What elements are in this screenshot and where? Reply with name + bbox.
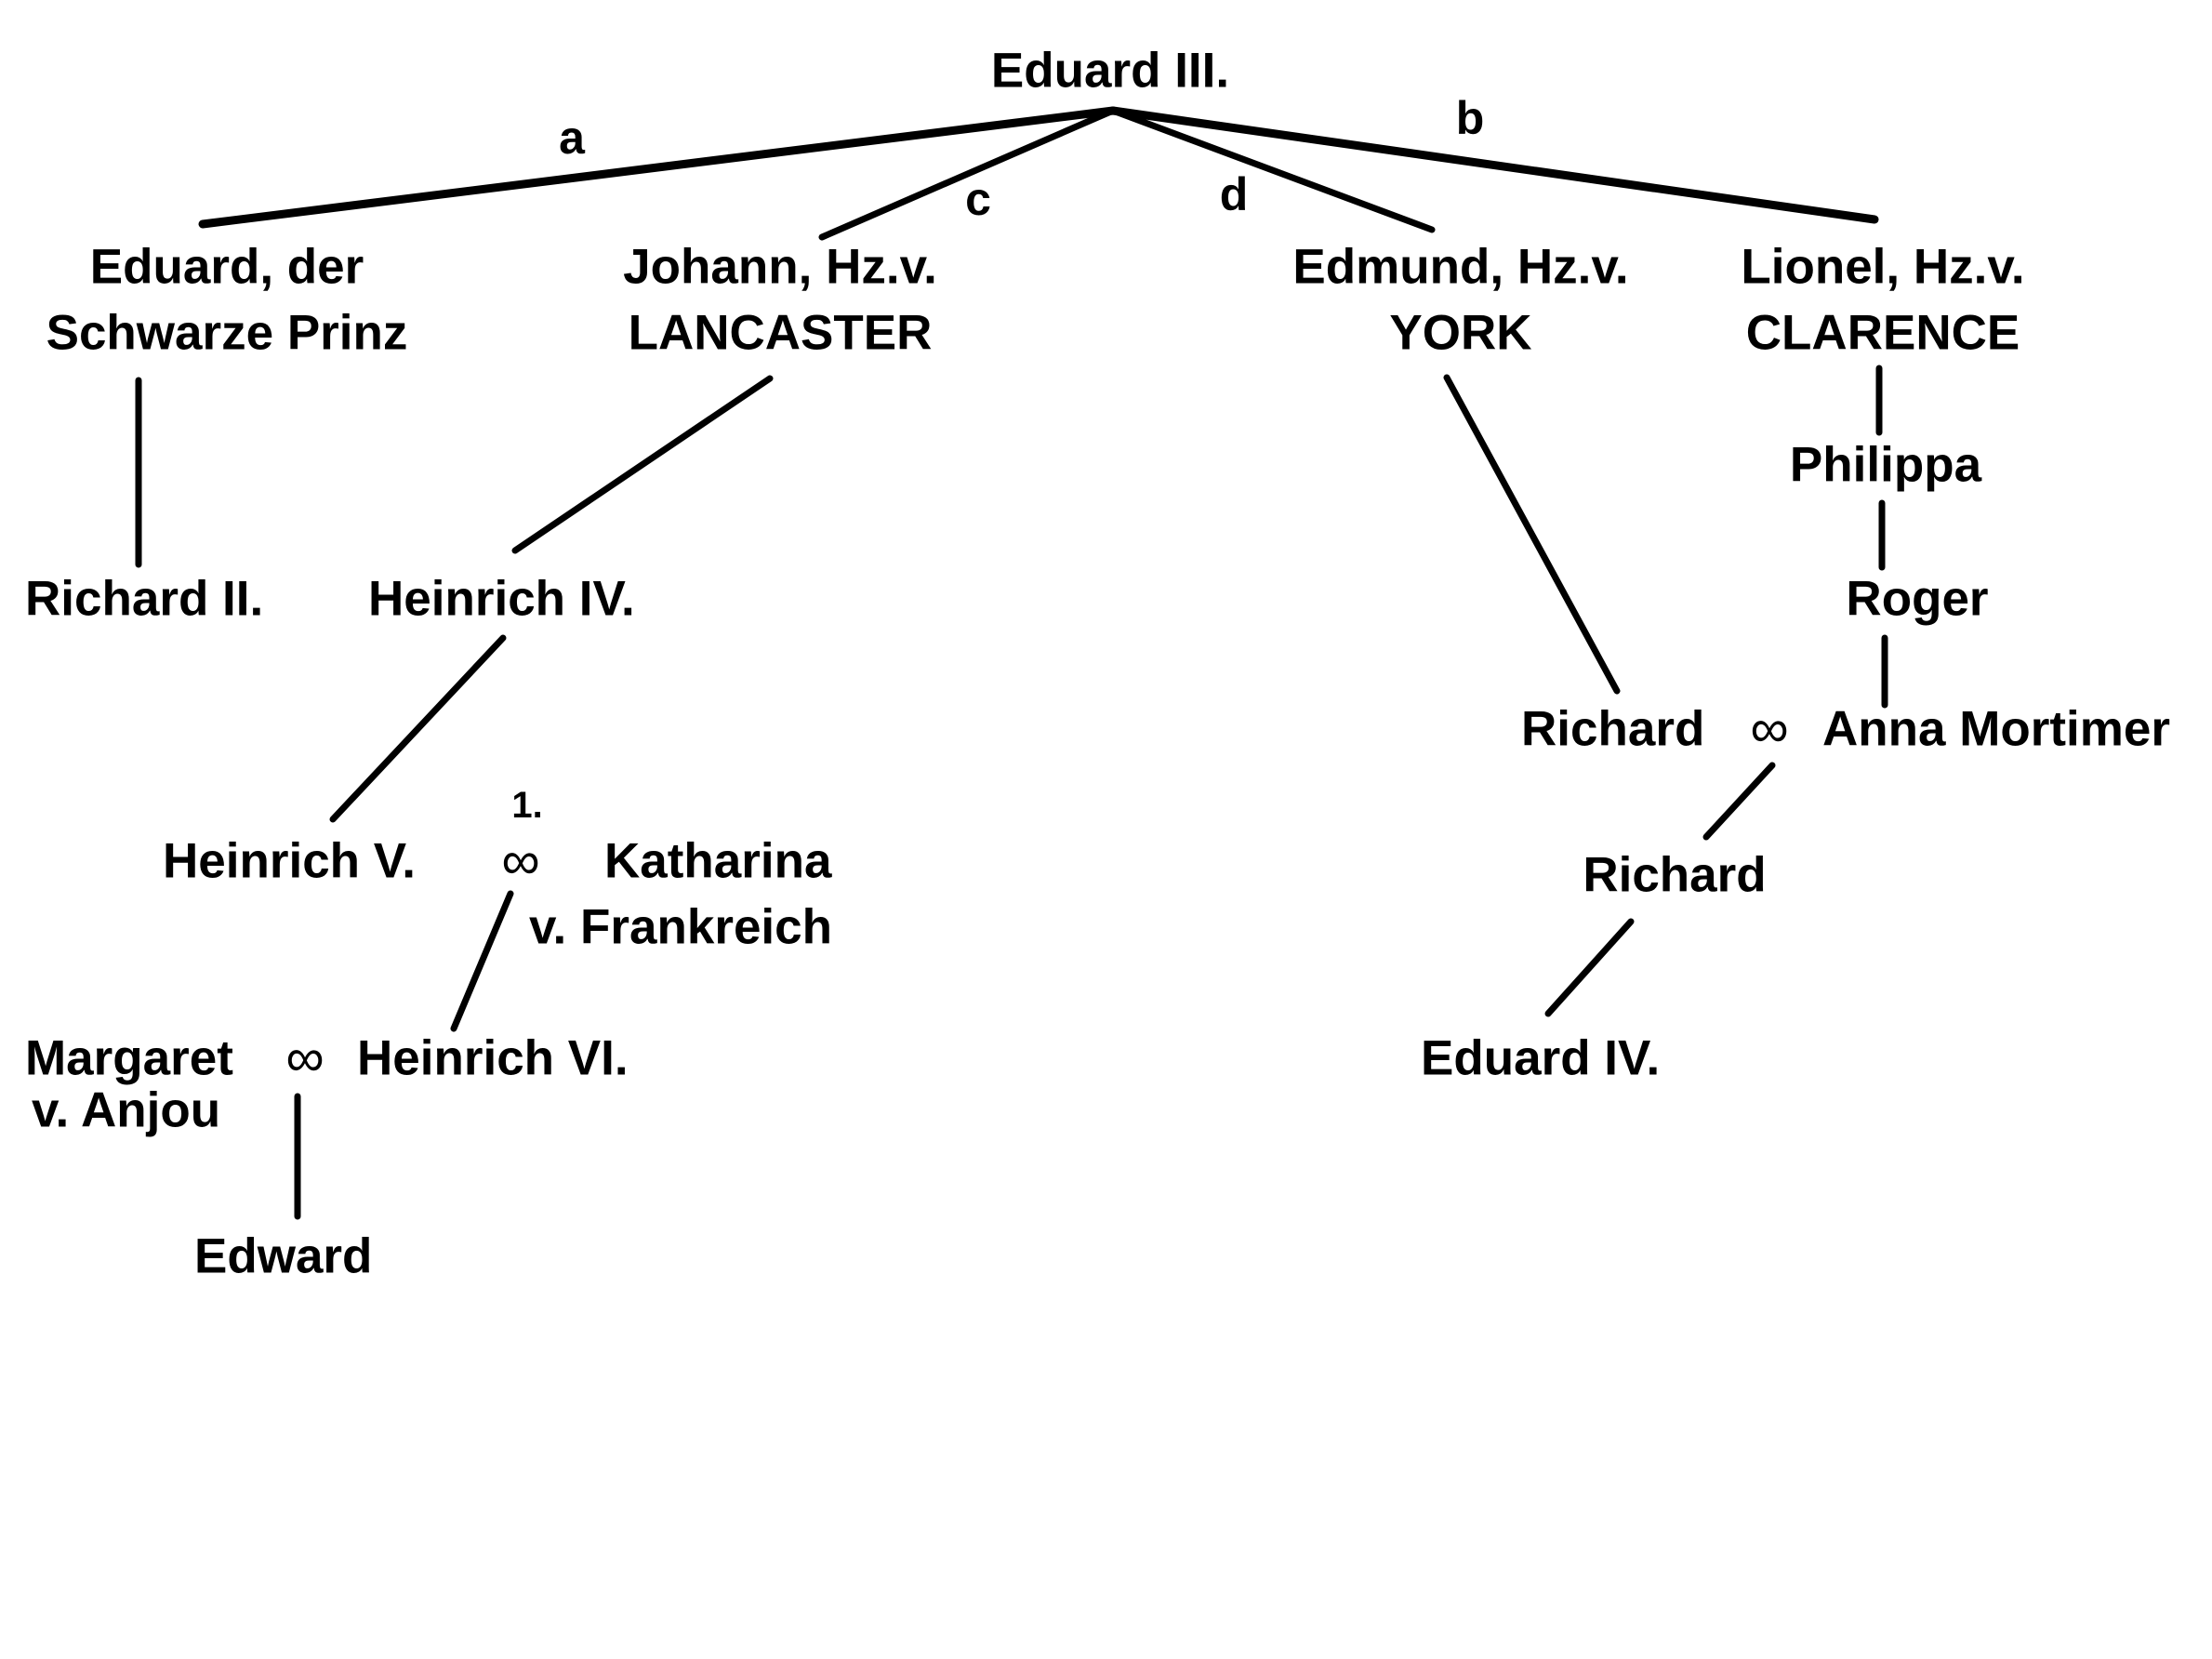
edge-d <box>1109 107 1436 233</box>
branch-label-b: b <box>1455 92 1485 144</box>
marriage-symbol-heinrich-vi: ∞ <box>285 1028 325 1088</box>
marriage-number: 1. <box>511 785 543 826</box>
node-johann-line2: LANCASTER <box>628 305 933 361</box>
edge-a <box>198 106 1118 229</box>
node-edward: Edward <box>194 1228 373 1284</box>
edge-york-richard <box>1443 374 1621 695</box>
node-eduard-iv: Eduard IV. <box>1421 1030 1661 1086</box>
node-lionel-line2: CLARENCE <box>1745 305 2020 361</box>
edge-b <box>1108 106 1879 224</box>
node-katharina-line2: v. Frankreich <box>529 899 832 955</box>
node-richard-son: Richard <box>1583 847 1767 903</box>
node-margaret-line1: Margaret <box>25 1030 233 1086</box>
node-lionel-line1: Lionel, Hz.v. <box>1741 239 2025 295</box>
marriage-symbol-heinrich-v: ∞ <box>501 830 540 891</box>
branch-label-d: d <box>1219 168 1249 220</box>
node-edmund-line2: YORK <box>1389 305 1532 361</box>
node-heinrich-v: Heinrich V. <box>163 833 416 889</box>
node-anna-mortimer: Anna Mortimer <box>1822 701 2170 757</box>
branch-label-c: c <box>965 173 991 225</box>
node-richard-york: Richard <box>1521 701 1705 757</box>
node-johann-line1: Johann, Hz.v. <box>623 239 937 295</box>
edge-lancaster-heinrich4 <box>511 375 774 554</box>
node-margaret-line2: v. Anjou <box>32 1082 221 1138</box>
node-katharina-line1: Katharina <box>604 833 832 889</box>
marriage-symbol-richard-anna: ∞ <box>1750 698 1789 759</box>
edge-heinrich4-heinrich5 <box>329 634 507 823</box>
node-edmund-line1: Edmund, Hz.v. <box>1292 239 1629 295</box>
node-roger: Roger <box>1846 571 1989 627</box>
node-schwarzer-prinz-line1: Eduard, der <box>89 239 364 295</box>
edge-marriage-heinrich6 <box>450 890 514 1032</box>
edge-richard-eduard4 <box>1544 918 1635 1017</box>
node-heinrich-iv: Heinrich IV. <box>368 571 635 627</box>
edge-marriage-richard <box>1702 762 1776 841</box>
node-schwarzer-prinz-line2: Schwarze Prinz <box>46 305 408 361</box>
edge-c <box>818 107 1117 241</box>
node-philippa: Philippa <box>1789 437 1982 493</box>
node-heinrich-vi: Heinrich VI. <box>357 1030 629 1086</box>
branch-label-a: a <box>559 112 585 164</box>
node-eduard-iii: Eduard III. <box>990 43 1230 99</box>
node-richard-ii: Richard II. <box>25 571 264 627</box>
